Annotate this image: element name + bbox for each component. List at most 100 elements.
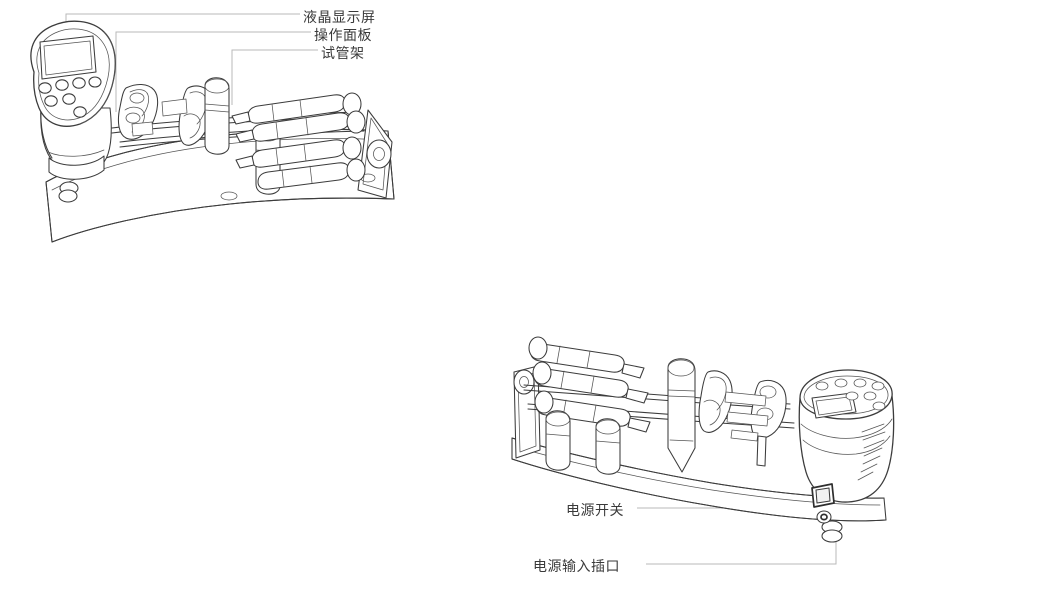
callout-label-test-tube-rack: 试管架 <box>321 46 365 62</box>
control-panel-rear <box>815 378 886 411</box>
panel-button-6[interactable] <box>62 93 76 105</box>
leader-line-rack <box>231 49 318 105</box>
neck-seam <box>47 149 105 157</box>
lcd-screen-rear-inner <box>815 396 853 416</box>
control-head-rear-seam-2 <box>802 435 891 455</box>
control-head-rear-seam-1 <box>800 418 893 439</box>
callout-label-control-panel: 操作面板 <box>314 28 372 44</box>
clamp-mid-rib-2 <box>183 113 201 139</box>
vial-rear-2-band <box>595 440 621 444</box>
syringe-tube-b4 <box>257 158 366 190</box>
vent-slot-1 <box>861 423 885 433</box>
vial-rear-1 <box>545 410 571 471</box>
vent-slot-6 <box>860 463 878 473</box>
vial-rear-2-cap <box>595 419 621 435</box>
callout-label-lcd: 液晶显示屏 <box>303 10 376 26</box>
panel-rear-button-4[interactable] <box>871 381 885 391</box>
panel-button-5[interactable] <box>44 95 58 107</box>
panel-button-3[interactable] <box>72 77 86 89</box>
syringe-tube-row-back <box>231 92 366 190</box>
control-head <box>30 20 116 127</box>
power-input-socket[interactable] <box>816 510 832 524</box>
vial-rear-center-band-b <box>667 395 696 398</box>
syringe-b4-plunger <box>346 158 366 182</box>
syringe-b1-ring-1 <box>271 103 275 122</box>
rack-end-plate-left-rear <box>513 365 541 459</box>
syringe-r1-tip <box>621 363 645 379</box>
syringe-b4-ring-2 <box>309 165 313 184</box>
leader-line-panel <box>115 31 311 112</box>
power-input-socket-outer[interactable] <box>816 510 832 524</box>
clamp-rear-b-hole-upper[interactable] <box>759 385 777 399</box>
vial-rear-2-body <box>595 418 621 475</box>
syringe-b3-plunger <box>342 136 362 160</box>
vent-grille <box>857 423 886 481</box>
syringe-rear-2 <box>532 361 649 404</box>
vial-front-1-band-b <box>204 109 230 113</box>
vent-slot-3 <box>863 439 885 449</box>
device-view-rear-right <box>511 336 895 543</box>
callout-label-power-input-socket: 电源输入插口 <box>533 559 620 575</box>
end-plate-rear-hub <box>513 369 535 395</box>
clamp-left-hole-lower <box>125 112 141 124</box>
lcd-screen <box>39 35 97 80</box>
panel-rear-button-7[interactable] <box>872 401 886 411</box>
panel-button-1[interactable] <box>38 82 52 94</box>
lcd-screen-frame <box>39 35 97 80</box>
carriage-clamp-rear-a <box>698 370 733 433</box>
clamp-rear-b-body <box>750 379 787 439</box>
lcd-screen-rear-frame <box>811 392 857 419</box>
panel-rear-button-5[interactable] <box>845 391 859 401</box>
power-switch-rocker[interactable] <box>815 487 831 504</box>
vial-rear-1-body <box>545 410 571 471</box>
vial-front-1-band-a <box>204 103 230 107</box>
clamp-left-slot-1 <box>129 89 149 117</box>
panel-rear-button-1[interactable] <box>815 381 829 391</box>
panel-button-2[interactable] <box>55 79 69 91</box>
syringe-r1-plunger <box>528 336 548 360</box>
vial-rear-center <box>667 358 696 473</box>
control-head-inner-bezel <box>36 28 110 121</box>
lcd-screen-rear <box>811 392 857 419</box>
test-tube-rack-rear <box>528 336 787 475</box>
vial-rear-1-cap <box>545 411 571 427</box>
rail-connector-2 <box>131 121 154 137</box>
syringe-b1-ring-2 <box>299 99 303 118</box>
base-bottom-edge <box>51 197 395 243</box>
syringe-b1-tip <box>231 111 251 125</box>
panel-rear-button-2[interactable] <box>834 378 848 388</box>
power-switch[interactable] <box>811 483 835 508</box>
panel-button-4[interactable] <box>88 76 102 88</box>
syringe-b2-tip <box>235 129 255 143</box>
vial-rear-2 <box>595 418 621 475</box>
base-rear-bottom-edge <box>511 458 887 522</box>
syringe-r2-plunger <box>532 361 552 385</box>
vent-slot-5 <box>862 455 881 465</box>
panel-button-7[interactable] <box>73 106 87 118</box>
vial-front-1 <box>204 77 230 155</box>
tube-cluster-rear <box>724 391 769 467</box>
vent-slot-4 <box>863 447 883 457</box>
end-plate-rear-hub-bore <box>519 376 529 388</box>
syringe-r3-tip <box>627 417 651 433</box>
device-view-front-left <box>30 20 395 243</box>
syringe-b4-ring-1 <box>281 169 285 188</box>
callout-label-power-switch: 电源开关 <box>566 503 624 519</box>
syringe-b2-ring-1 <box>275 121 279 140</box>
syringe-b2-ring-2 <box>305 117 309 136</box>
base-screw-hole <box>220 191 238 201</box>
panel-rear-button-6[interactable] <box>863 391 877 401</box>
rubber-foot-rear-right-lower <box>821 529 843 543</box>
syringe-b3-ring-2 <box>303 143 307 162</box>
end-plate-hub <box>366 139 392 169</box>
panel-rear-button-3[interactable] <box>853 378 867 388</box>
vial-front-1-cap <box>204 78 230 94</box>
vial-rear-1-band <box>545 433 571 437</box>
syringe-r2-ring-2 <box>590 375 595 394</box>
neck-base-collar <box>48 155 105 180</box>
test-tube-rack <box>117 77 393 199</box>
tube-cluster-3 <box>730 429 759 442</box>
base-left-end <box>45 181 53 243</box>
tube-cluster-1 <box>724 391 767 407</box>
